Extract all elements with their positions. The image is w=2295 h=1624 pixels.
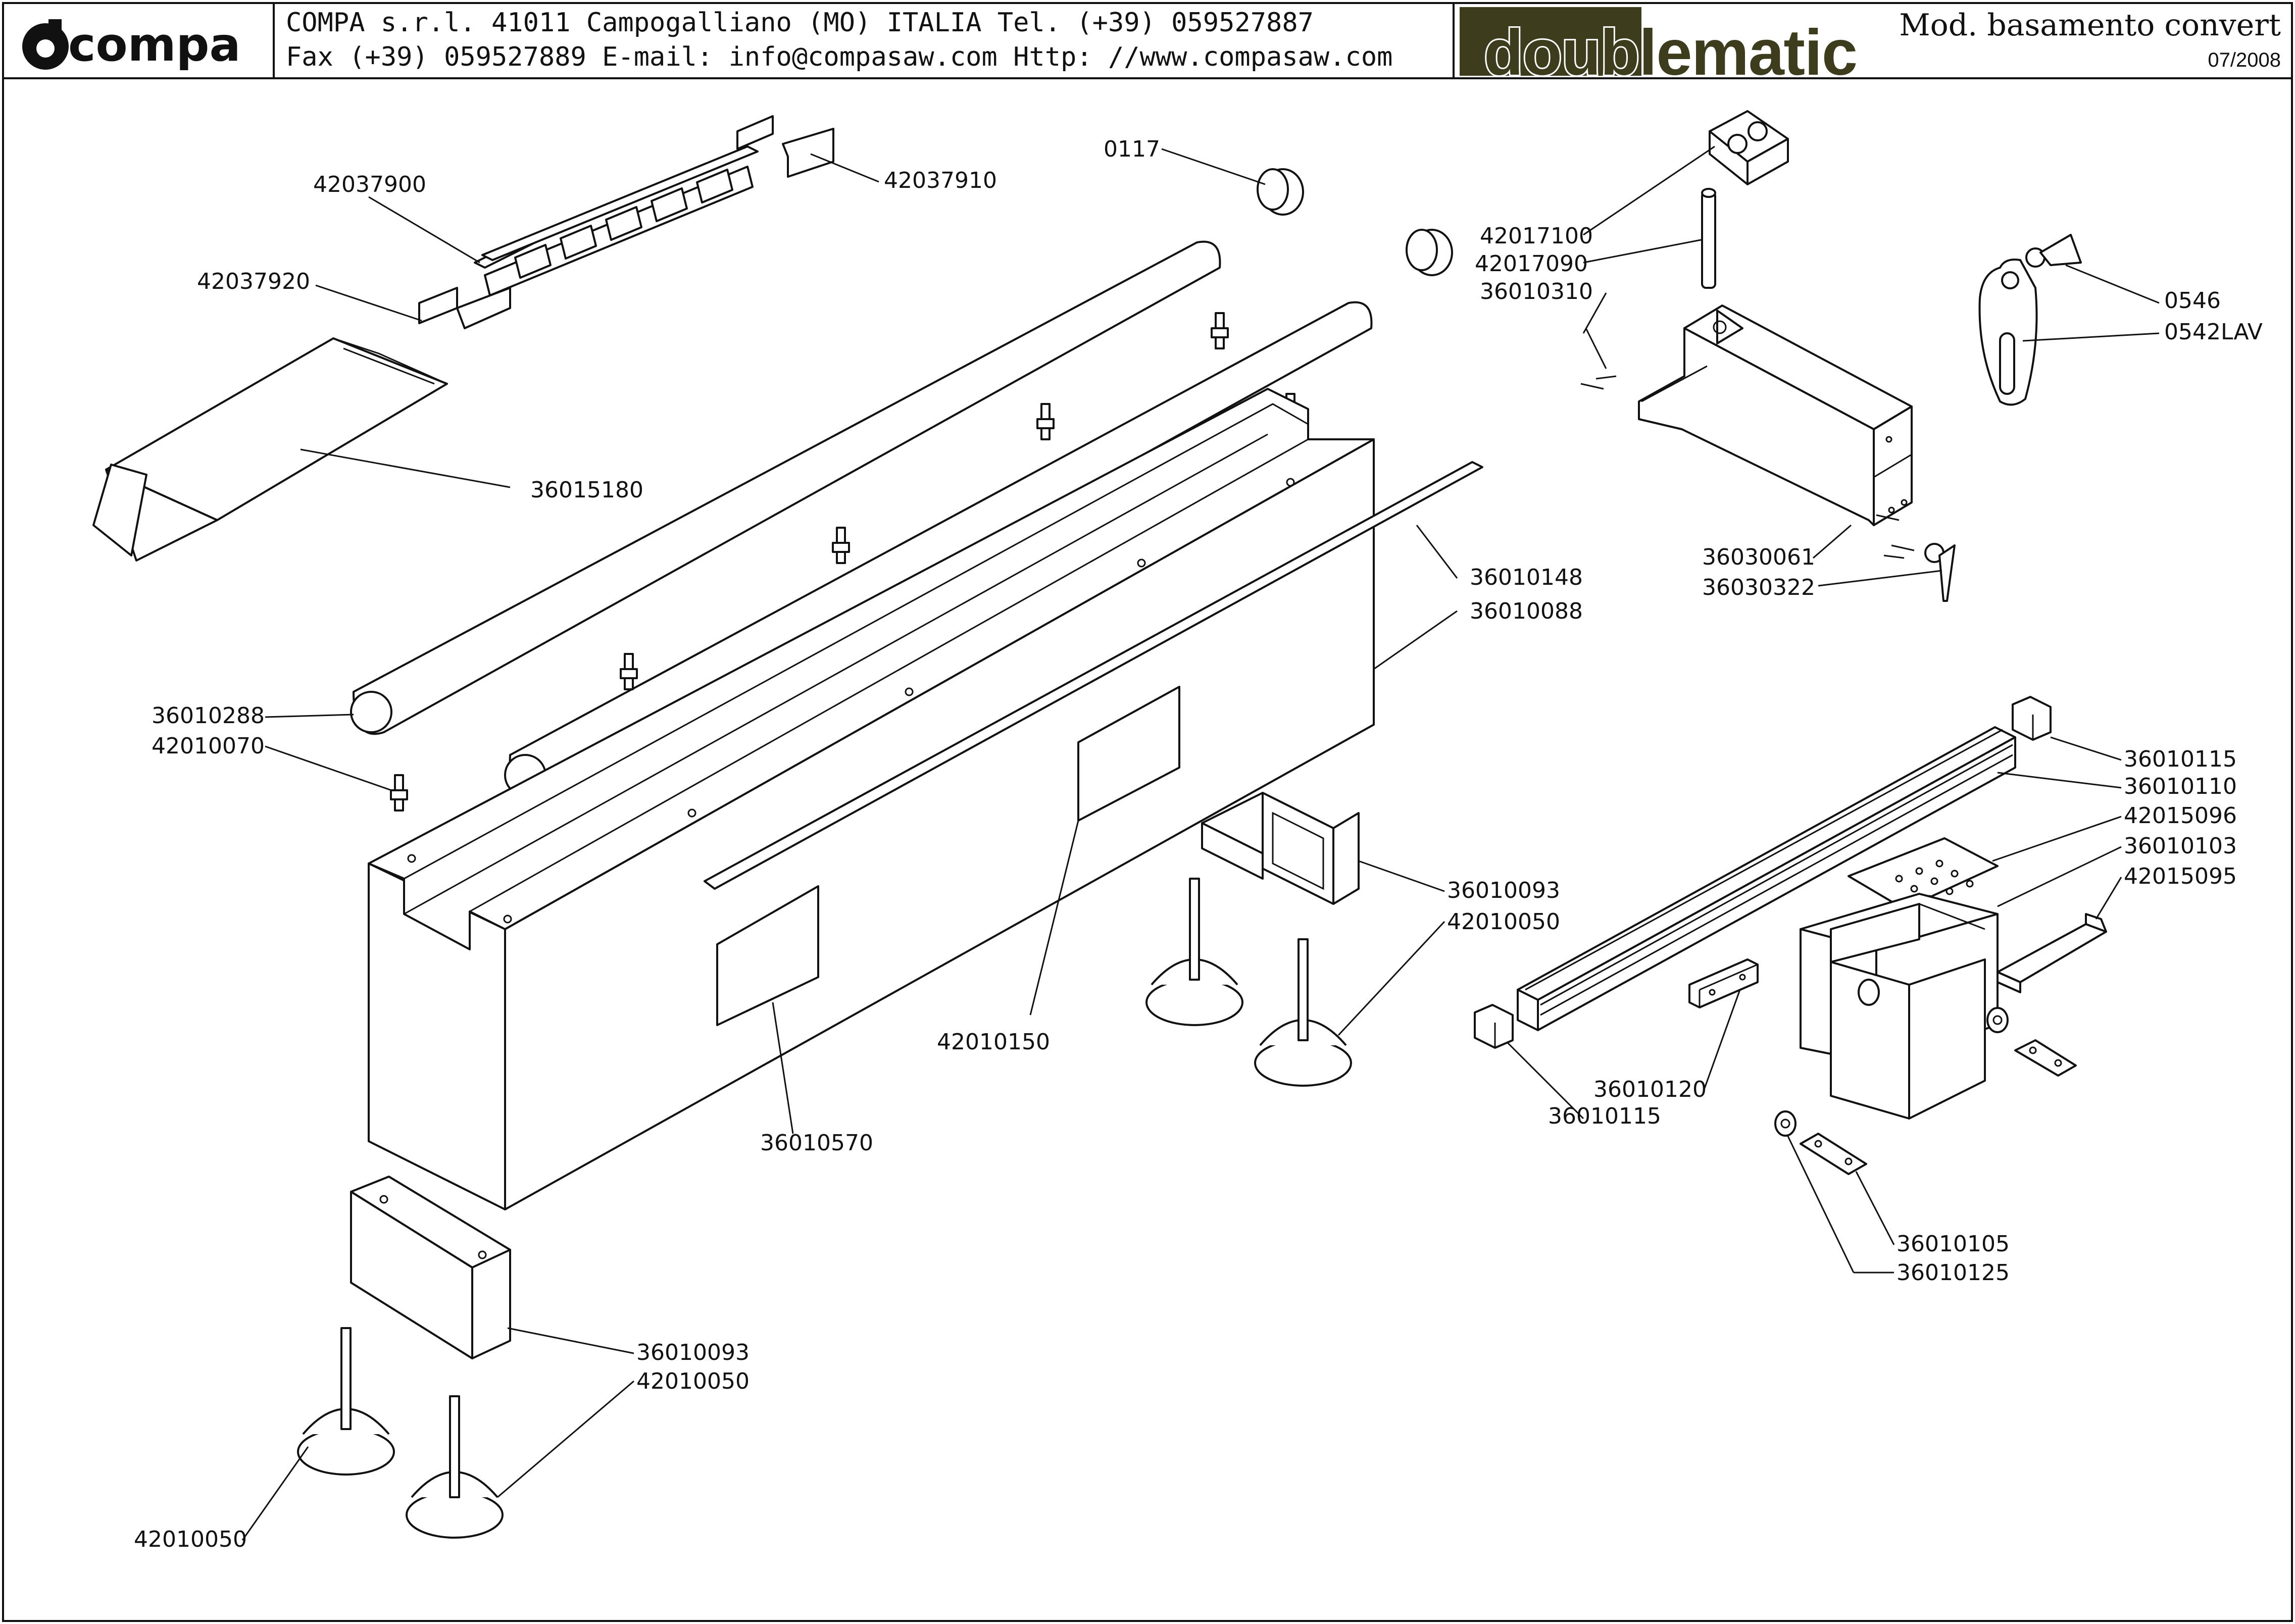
brand-wordmark: doublematic xyxy=(1484,17,1858,89)
doublematic-brand: doublematic xyxy=(1460,7,1859,90)
part-screw-0546 xyxy=(2025,234,2082,268)
label-42010070: 42010070 xyxy=(152,733,265,759)
label-42010050-right: 42010050 xyxy=(1447,909,1560,935)
label-0542LAV: 0542LAV xyxy=(2164,319,2263,345)
label-36010093-left: 36010093 xyxy=(636,1340,750,1365)
label-42010050-left: 42010050 xyxy=(636,1368,750,1394)
label-36010120: 36010120 xyxy=(1593,1077,1707,1102)
part-foot-4 xyxy=(406,1395,504,1539)
leader-lines xyxy=(241,145,2160,1541)
label-36010570: 36010570 xyxy=(760,1130,873,1156)
part-end-cap-bottom xyxy=(1474,1004,1514,1049)
label-0546: 0546 xyxy=(2164,288,2221,314)
model-title: Mod. basamento convert xyxy=(1899,8,2281,43)
label-42017090: 42017090 xyxy=(1475,251,1588,277)
part-number-labels: 42037900 42037910 42037920 0117 42017100… xyxy=(134,136,2263,1552)
label-36010115-bottom: 36010115 xyxy=(1548,1103,1661,1129)
part-bracket-arm xyxy=(1638,304,1913,526)
part-side-box-left xyxy=(350,1176,511,1359)
part-foot-3 xyxy=(297,1327,395,1476)
label-42037920: 42037920 xyxy=(197,269,310,294)
label-36010103: 36010103 xyxy=(2124,833,2237,859)
part-nut-a xyxy=(1986,1007,2009,1033)
part-cap-0117 xyxy=(1257,168,1453,276)
label-36010105: 36010105 xyxy=(1897,1231,2010,1257)
label-36010115-top: 36010115 xyxy=(2124,746,2237,772)
part-flat-strip xyxy=(704,461,1483,890)
label-36010125: 36010125 xyxy=(1897,1260,2010,1286)
label-36015180: 36015180 xyxy=(530,477,643,503)
label-42037900: 42037900 xyxy=(313,172,426,197)
label-42010150: 42010150 xyxy=(937,1029,1050,1055)
address-line-1: COMPA s.r.l. 41011 Campogalliano (MO) IT… xyxy=(286,8,1314,38)
part-side-box-right xyxy=(1201,792,1360,905)
part-small-plate-b xyxy=(1800,1133,1867,1175)
part-foot-2 xyxy=(1254,938,1352,1087)
part-lever-0542 xyxy=(1978,259,2038,406)
label-42037910: 42037910 xyxy=(884,168,997,193)
label-0117: 0117 xyxy=(1104,136,1160,162)
part-pin xyxy=(1701,188,1716,289)
part-small-pins xyxy=(1580,328,1915,559)
label-36010093-right: 36010093 xyxy=(1447,878,1560,903)
part-support-block xyxy=(1709,110,1789,185)
part-guide-plate xyxy=(1688,958,1759,1008)
part-nut-b xyxy=(1774,1110,1797,1137)
label-36010088: 36010088 xyxy=(1470,598,1583,624)
part-square-tube xyxy=(92,337,448,562)
compa-logo: compa xyxy=(22,18,241,72)
part-main-base xyxy=(368,388,1375,1210)
part-foot-1 xyxy=(1145,878,1243,1026)
part-small-plate-a xyxy=(2014,1039,2077,1077)
label-plate-36010570 xyxy=(716,885,819,1026)
logo-wordmark: compa xyxy=(68,18,241,72)
label-36010288: 36010288 xyxy=(152,703,265,729)
label-42017100: 42017100 xyxy=(1480,223,1593,249)
part-cable-chain xyxy=(418,115,834,329)
label-42010050-bottom: 42010050 xyxy=(134,1527,247,1552)
label-36030061: 36030061 xyxy=(1702,544,1815,570)
label-42015095: 42015095 xyxy=(2124,864,2237,889)
part-round-rods xyxy=(350,240,1373,796)
part-end-cap-top xyxy=(2012,696,2052,741)
label-36030322: 36030322 xyxy=(1702,575,1815,600)
label-36010310: 36010310 xyxy=(1480,279,1593,304)
part-locking-lever-small xyxy=(1924,543,1956,602)
part-bracket-42015095 xyxy=(1997,913,2107,993)
address-line-2: Fax (+39) 059527889 E-mail: info@compasa… xyxy=(286,42,1392,72)
label-42015096: 42015096 xyxy=(2124,803,2237,829)
label-36010148: 36010148 xyxy=(1470,565,1583,590)
label-plate-42010150 xyxy=(1077,686,1180,822)
part-rail xyxy=(1517,726,2016,1031)
sheet-date: 07/2008 xyxy=(2208,49,2281,71)
part-carriage xyxy=(1800,893,1999,1120)
label-36010110: 36010110 xyxy=(2124,774,2237,799)
part-perforated-plate xyxy=(1848,837,1999,910)
